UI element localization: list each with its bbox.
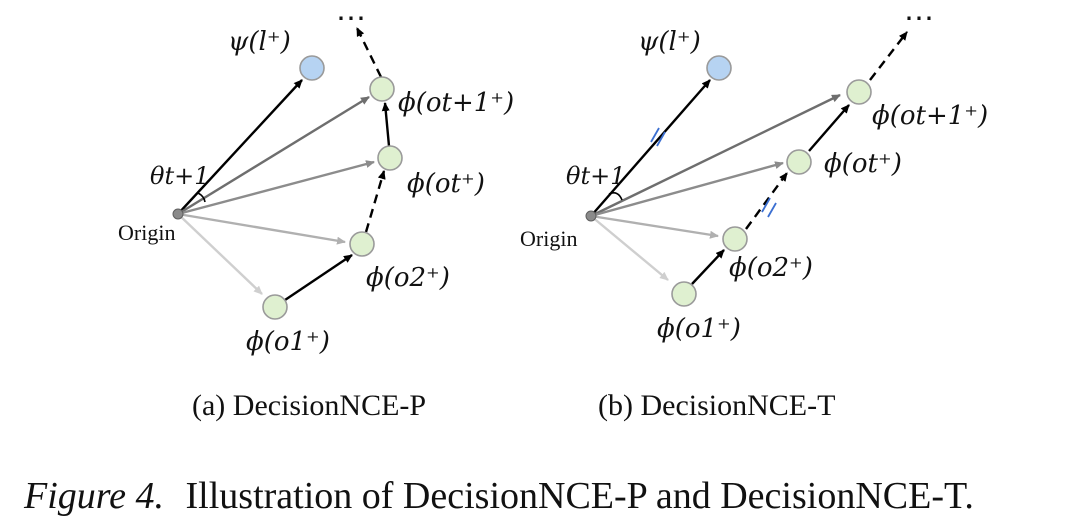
figure-caption: Figure 4. Illustration of DecisionNCE-P … — [23, 475, 974, 517]
vector-origin-to-language — [177, 79, 303, 215]
trajectory-o2-to-ot — [745, 172, 788, 230]
label-o2: ϕ(o2⁺) — [366, 263, 450, 293]
figure-caption-text: Illustration of DecisionNCE-P and Decisi… — [186, 475, 974, 517]
language-label: ψ(l⁺) — [228, 27, 291, 57]
angle-arc — [197, 192, 206, 203]
trajectory-ot-to-ot1 — [381, 102, 391, 147]
angle-label: θt+1 — [150, 162, 209, 190]
trajectory-o2-to-ot — [364, 170, 386, 233]
trajectory-o1-to-o2 — [284, 254, 353, 301]
trajectory-continuation — [355, 27, 383, 78]
label-ot1: ϕ(ot+1⁺) — [398, 88, 514, 118]
trajectory-continuation — [869, 31, 908, 81]
node-o2 — [349, 231, 375, 257]
node-language-embedding — [299, 55, 325, 81]
node-ot — [786, 149, 812, 175]
label-o1: ϕ(o1⁺) — [657, 314, 741, 344]
equal-length-tick-trajectory — [761, 197, 777, 218]
label-ot: ϕ(ot⁺) — [824, 149, 902, 179]
panel-a: ⋯ ψ(l⁺) θt+1 Origin ϕ(ot+1⁺) ϕ(ot⁺) ϕ(o2… — [118, 2, 514, 422]
vector-origin-to-ot — [177, 160, 375, 216]
ellipsis: ⋯ — [336, 2, 366, 35]
origin-label: Origin — [520, 226, 577, 251]
trajectory-o1-to-o2 — [691, 249, 725, 285]
vector-origin-to-ot1 — [177, 95, 370, 216]
trajectory-ot-to-ot1 — [808, 104, 850, 152]
vector-origin-to-ot1 — [590, 93, 841, 218]
label-ot1: ϕ(ot+1⁺) — [872, 101, 988, 131]
vector-origin-to-o2 — [590, 214, 719, 239]
label-ot: ϕ(ot⁺) — [407, 169, 485, 199]
angle-label: θt+1 — [566, 162, 625, 190]
vector-origin-to-language — [590, 79, 711, 217]
origin-node — [585, 210, 597, 222]
node-ot1 — [369, 76, 395, 102]
origin-node — [172, 208, 184, 220]
node-ot1 — [846, 79, 872, 105]
node-o2 — [722, 226, 748, 252]
node-o1 — [671, 281, 697, 307]
origin-label: Origin — [118, 220, 175, 245]
ellipsis: ⋯ — [904, 2, 934, 35]
figure-caption-prefix: Figure 4. — [23, 475, 164, 517]
equal-length-tick-language — [650, 127, 666, 147]
panel-b-caption: (b) DecisionNCE-T — [598, 389, 835, 422]
vector-origin-to-o1 — [590, 215, 669, 281]
node-language-embedding — [706, 55, 732, 81]
vector-origin-to-o2 — [177, 212, 346, 245]
label-o1: ϕ(o1⁺) — [246, 327, 330, 357]
panel-a-caption: (a) DecisionNCE-P — [192, 389, 426, 422]
node-o1 — [262, 294, 288, 320]
node-ot — [377, 145, 403, 171]
language-label: ψ(l⁺) — [638, 27, 701, 57]
vector-origin-to-ot — [590, 161, 784, 218]
vector-origin-to-o1 — [177, 213, 263, 295]
panel-b: ⋯ ψ(l⁺) θt+1 Origin ϕ(ot+1⁺) ϕ(ot⁺) ϕ(o2… — [520, 2, 988, 422]
angle-arc — [608, 192, 623, 201]
label-o2: ϕ(o2⁺) — [729, 253, 813, 283]
